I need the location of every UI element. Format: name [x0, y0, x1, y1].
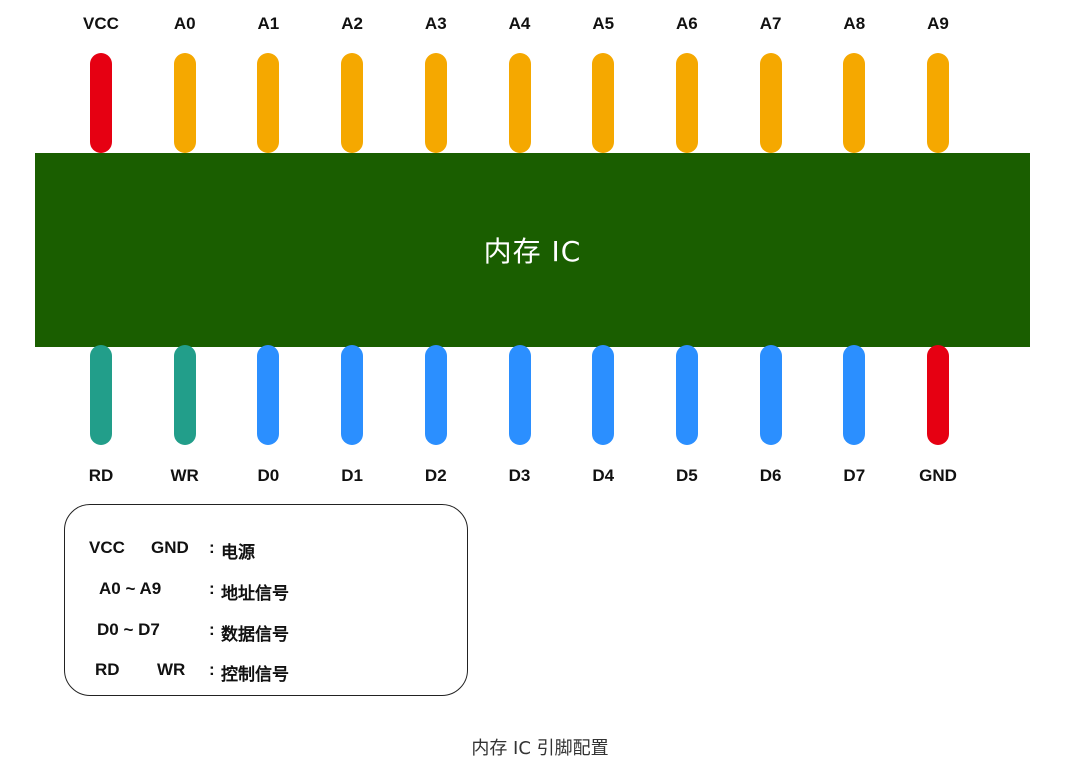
- legend-description: 地址信号: [221, 584, 289, 604]
- pin-vcc: [90, 53, 112, 153]
- pin-label-gnd: GND: [919, 466, 957, 485]
- pin-label-a0: A0: [173, 14, 196, 33]
- pin-d1: [341, 345, 364, 445]
- figure-caption: 内存 IC 引脚配置: [471, 738, 609, 759]
- pin-label-d0: D0: [257, 466, 280, 485]
- pin-label-d6: D6: [759, 466, 782, 485]
- pin-label-a9: A9: [927, 14, 949, 33]
- pin-label-wr: WR: [170, 466, 199, 485]
- legend-signal: GND: [151, 538, 189, 557]
- pin-label-d2: D2: [424, 466, 447, 485]
- pin-a9: [927, 53, 949, 153]
- pin-a2: [341, 53, 364, 153]
- pin-a0: [173, 53, 196, 153]
- pin-label-a3: A3: [424, 14, 447, 33]
- legend-row-address: A0 ~ A9 : 地址信号: [65, 579, 467, 604]
- legend-signal: WR: [157, 660, 186, 679]
- legend-description: 电源: [221, 543, 255, 563]
- pin-d6: [759, 345, 782, 445]
- pin-label-a5: A5: [592, 14, 615, 33]
- pin-wr: [173, 345, 196, 445]
- pin-a8: [843, 53, 866, 153]
- pin-label-d3: D3: [508, 466, 531, 485]
- pin-label-vcc: VCC: [83, 14, 119, 33]
- pin-a6: [675, 53, 698, 153]
- pin-d5: [675, 345, 698, 445]
- pin-d4: [592, 345, 615, 445]
- legend-signal: RD: [95, 660, 120, 679]
- pin-a3: [424, 53, 447, 153]
- legend-colon: :: [209, 620, 215, 639]
- pin-rd: [90, 345, 112, 445]
- pin-gnd: [927, 345, 949, 445]
- chip-label: 内存 IC: [483, 235, 582, 268]
- pin-d2: [424, 345, 447, 445]
- legend-row-data: D0 ~ D7 : 数据信号: [65, 620, 467, 645]
- legend-colon: :: [209, 660, 215, 679]
- legend-signal: D0 ~ D7: [97, 620, 160, 639]
- pin-label-a1: A1: [257, 14, 280, 33]
- legend-description: 数据信号: [221, 625, 289, 645]
- legend-description: 控制信号: [221, 665, 289, 685]
- legend-colon: :: [209, 579, 215, 598]
- pin-d0: [257, 345, 280, 445]
- pin-a4: [508, 53, 531, 153]
- legend-row-control: RD WR : 控制信号: [65, 660, 467, 685]
- pin-a7: [759, 53, 782, 153]
- pin-legend-box: VCC GND : 电源 A0 ~ A9 : 地址信号 D0 ~ D7 : 数据…: [64, 504, 468, 696]
- pin-a1: [257, 53, 280, 153]
- legend-signal: A0 ~ A9: [99, 579, 162, 598]
- legend-signal: VCC: [89, 538, 125, 557]
- pin-label-a7: A7: [759, 14, 782, 33]
- pin-d3: [508, 345, 531, 445]
- pin-label-d4: D4: [592, 466, 615, 485]
- legend-colon: :: [209, 538, 215, 557]
- pin-label-rd: RD: [88, 466, 114, 485]
- pin-label-a6: A6: [676, 14, 698, 33]
- pin-label-a8: A8: [843, 14, 866, 33]
- pin-label-d5: D5: [676, 466, 698, 485]
- pin-label-a4: A4: [508, 14, 531, 33]
- memory-ic-chip: 内存 IC: [35, 153, 1030, 347]
- legend-row-power: VCC GND : 电源: [65, 538, 467, 563]
- pin-a5: [592, 53, 615, 153]
- pin-d7: [843, 345, 866, 445]
- pin-label-d1: D1: [341, 466, 363, 485]
- pin-label-a2: A2: [341, 14, 363, 33]
- pin-label-d7: D7: [843, 466, 866, 485]
